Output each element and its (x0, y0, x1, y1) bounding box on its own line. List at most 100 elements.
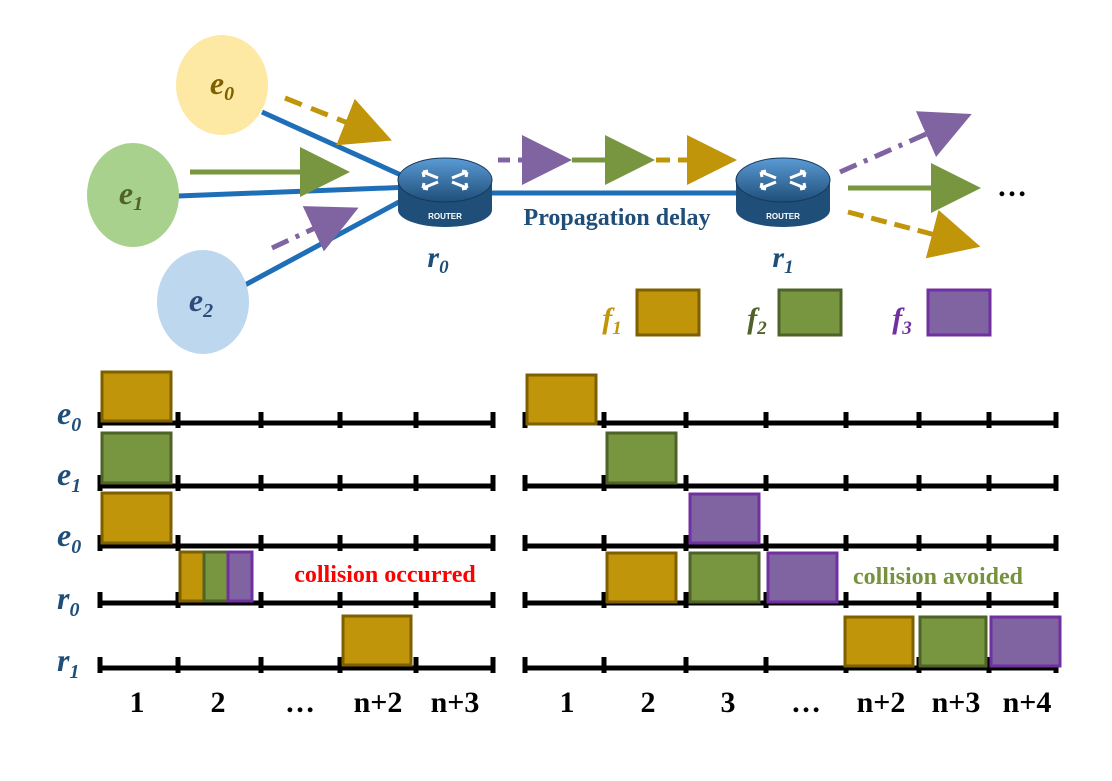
left-slot-r0-f1 (178, 550, 206, 603)
legend-f3: f3 (892, 288, 992, 339)
svg-text:r1: r1 (57, 642, 79, 683)
right-slot-e0-f3 (688, 492, 761, 545)
row-label-r1-sub: 1 (69, 661, 79, 683)
right-slot-label: n+3 (932, 686, 981, 719)
node-e2-sub: 2 (202, 300, 213, 322)
node-e0-base: e (210, 65, 224, 101)
node-e1-base: e (119, 175, 133, 211)
legend-f1-base: f (602, 302, 615, 335)
left-slot-r1-f1 (341, 614, 413, 667)
right-slot-label: 3 (721, 686, 736, 719)
arrow-f3-e2 (270, 206, 359, 252)
continuation-ellipsis: … (997, 170, 1027, 203)
link-label-propagation-delay: Propagation delay (524, 205, 711, 231)
node-e1-sub: 1 (133, 193, 143, 215)
svg-text:r0: r0 (57, 580, 79, 621)
left-axes (97, 412, 496, 673)
row-label-r0-sub: 0 (69, 599, 79, 621)
left-axis-r0 (97, 592, 496, 608)
node-e2-circle (157, 250, 249, 354)
left-axis-r1 (97, 657, 496, 673)
node-e0-circle (176, 35, 268, 135)
right-slot-r0-f1 (605, 551, 678, 604)
legend-f2: f2 (747, 288, 843, 339)
row-label-r0-base: r (57, 580, 70, 616)
legend-f2-sub: 2 (756, 318, 767, 339)
row-label-r1-base: r (57, 642, 70, 678)
link-e1-r0 (177, 184, 413, 199)
left-timeline-panel: collision occurred 1 2 … n+2 n+3 (97, 370, 496, 719)
router-r1-top (735, 157, 831, 203)
row-label-e0-b-sub: 0 (71, 536, 81, 558)
router-r1-base: r (772, 241, 784, 274)
left-slot-e1-f2 (100, 431, 173, 485)
right-slot-label: … (791, 686, 821, 719)
svg-text:f3: f3 (892, 302, 912, 339)
svg-text:e0: e0 (57, 517, 81, 558)
link-e0-r0 (260, 109, 414, 183)
timeline-row-labels: e0 e1 e0 r0 r1 (57, 395, 81, 683)
node-e1: e1 (87, 143, 179, 247)
node-e1-circle (87, 143, 179, 247)
router-r0-top (397, 157, 493, 203)
right-slot-e1-f2 (605, 431, 678, 485)
svg-text:r1: r1 (772, 241, 793, 278)
legend-f3-sub: 3 (901, 318, 912, 339)
right-slot-r0-f3 (766, 551, 839, 604)
left-slot-r0-f3 (226, 550, 254, 603)
router-r0: ROUTER r0 (397, 157, 493, 278)
right-slot-label: n+4 (1003, 686, 1052, 719)
legend-f3-swatch (926, 288, 992, 337)
svg-text:e0: e0 (210, 65, 234, 105)
left-slot-label: 2 (211, 686, 226, 719)
router-r1-sub: 1 (784, 257, 794, 278)
right-axis-e0-b (522, 535, 1059, 551)
right-slot-r1-f2 (918, 615, 988, 668)
right-slot-r1-f3 (989, 615, 1062, 668)
row-label-e0-b-base: e (57, 517, 71, 553)
collision-occurred-note: collision occurred (294, 562, 476, 588)
right-slot-label: n+2 (857, 686, 906, 719)
legend-f1-sub: 1 (612, 318, 622, 339)
row-label-e0-a-base: e (57, 395, 71, 431)
right-axis-e1 (522, 475, 1059, 491)
router-icon (759, 169, 807, 191)
right-slot-labels: 1 2 3 … n+2 n+3 n+4 (560, 686, 1052, 719)
node-e0: e0 (176, 35, 268, 135)
node-e2-base: e (189, 282, 203, 318)
router-icon (421, 169, 469, 191)
router-r0-caption: ROUTER (428, 212, 462, 221)
right-axis-e0-a (522, 412, 1059, 428)
router-r0-sub: 0 (439, 257, 449, 278)
router-r0-base: r (427, 241, 439, 274)
right-timeline-panel: collision avoided 1 2 3 … n+2 n+3 n+4 (522, 373, 1062, 719)
legend-f3-base: f (892, 302, 905, 335)
arrow-f1-e0 (284, 95, 392, 146)
arrow-f3-out (838, 111, 972, 175)
left-slot-label: … (285, 686, 315, 719)
legend-f2-base: f (747, 302, 760, 335)
router-r1-caption: ROUTER (766, 212, 800, 221)
collision-avoided-note: collision avoided (853, 564, 1024, 590)
left-slot-r0-f2 (202, 550, 230, 603)
right-slot-r0-f2 (688, 551, 761, 604)
left-axis-e0-a (97, 412, 496, 428)
legend-f1: f1 (602, 288, 701, 339)
router-r1: ROUTER r1 (735, 157, 831, 278)
flow-arrows (190, 95, 981, 259)
node-e2: e2 (157, 250, 249, 354)
left-slot-e0-f1-b (100, 491, 173, 545)
left-slot-e0-f1 (100, 370, 173, 423)
legend: f1 f2 f3 (602, 288, 992, 339)
left-slot-labels: 1 2 … n+2 n+3 (130, 686, 480, 719)
svg-text:r0: r0 (427, 241, 449, 278)
left-axis-e0-b (97, 535, 496, 551)
right-slot-label: 2 (641, 686, 656, 719)
right-slot-e0-f1 (525, 373, 598, 426)
svg-text:f2: f2 (747, 302, 767, 339)
row-label-e0-a-sub: 0 (71, 414, 81, 436)
node-e0-sub: 0 (224, 83, 234, 105)
svg-text:e2: e2 (189, 282, 213, 322)
left-slot-label: n+2 (354, 686, 403, 719)
